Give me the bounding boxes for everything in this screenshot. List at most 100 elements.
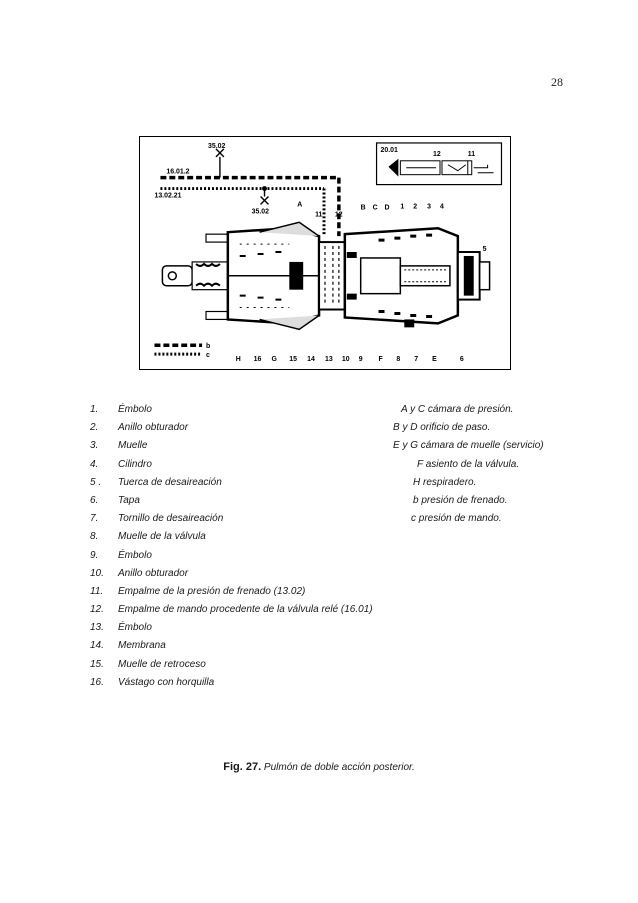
legend-right-item: H respiradero. xyxy=(413,476,477,488)
bottom-label: F xyxy=(379,356,383,363)
legend-item: 1.Émbolo xyxy=(90,404,373,422)
bottom-label: 14 xyxy=(307,356,315,363)
diagram-svg: 35.02 16.01.2 13.02.21 35.02 20.01 12 11… xyxy=(154,142,503,363)
seal-bottom xyxy=(346,293,357,300)
legend-item-text: Cilindro xyxy=(118,458,152,470)
legend-item: 6. Tapa xyxy=(90,495,373,513)
legend-item-number: 4. xyxy=(90,458,99,470)
valve-piston xyxy=(359,257,402,295)
legend-right-item: A y C cámara de presión. xyxy=(401,404,514,415)
legend-item-text: Émbolo xyxy=(118,622,152,634)
bottom-label: E xyxy=(432,356,437,363)
legend-item-number: 8. xyxy=(90,531,99,543)
caption-label: Fig. 27. xyxy=(223,761,262,773)
seal-7 xyxy=(404,319,415,328)
legend-item-text: Membrana xyxy=(118,640,166,652)
legend-item-text: Vástago con horquilla xyxy=(118,676,215,688)
housing-flange-bottom xyxy=(259,314,320,331)
legend-item-text: Muelle de la válvula xyxy=(118,531,206,543)
legend-item: 12. Empalme de mando procedente de la vál… xyxy=(90,604,373,622)
threads xyxy=(195,262,221,288)
legend-item: 16. Vástago con horquilla xyxy=(90,677,373,695)
label-3: 3 xyxy=(427,203,431,210)
bottom-label: 15 xyxy=(289,356,297,363)
bleed-screw xyxy=(478,261,491,291)
legend-item: 10. Anillo obturador xyxy=(90,568,373,586)
label-2: 2 xyxy=(413,203,417,210)
legend-right-item: F asiento de la válvula. xyxy=(417,458,520,470)
legend-item: 7.Tornillo de desaireación xyxy=(90,513,373,531)
inset-valve-lines xyxy=(406,164,467,172)
bottom-label: 6 xyxy=(460,356,464,363)
page-number: 28 xyxy=(551,75,563,89)
clevis-eye xyxy=(161,265,193,287)
bottom-label: 8 xyxy=(396,356,400,363)
legend-item-number: 3. xyxy=(90,440,99,452)
legend-item-text: Muelle xyxy=(118,440,148,452)
brake-chamber-diagram: 35.02 16.01.2 13.02.21 35.02 20.01 12 11… xyxy=(139,136,511,370)
label-13-02: 13.02.21 xyxy=(154,192,181,199)
bottom-label: 9 xyxy=(359,356,363,363)
figure-caption: Fig. 27. Pulmón de doble acción posterio… xyxy=(0,761,638,773)
legend-item-number: 10. xyxy=(90,567,104,579)
label-12: 12 xyxy=(335,211,343,218)
legend-item-text: Émbolo xyxy=(118,549,152,561)
legend-item-number: 9. xyxy=(90,549,99,561)
diaphragm-housing xyxy=(318,241,346,311)
legend-item-number: 6. xyxy=(90,494,99,506)
legend-right-item: c presión de mando. xyxy=(411,513,502,525)
mount-bolt-bottom xyxy=(205,310,229,321)
seal-top xyxy=(346,252,357,258)
legend-item-text: Tuerca de desaireación xyxy=(118,476,222,488)
cylinder-springs xyxy=(378,233,433,318)
vent-symbol-top xyxy=(215,148,225,178)
label-1: 1 xyxy=(400,203,404,210)
legend-right-item: E y G cámara de muelle (servicio) xyxy=(393,440,544,452)
legend-item: 9. Émbolo xyxy=(90,550,373,568)
legend-item-text: Empalme de mando procedente de la válvul… xyxy=(118,604,373,616)
legend-item-number: 15. xyxy=(90,658,104,670)
legend-item: 13.Émbolo xyxy=(90,622,373,640)
label-A: A xyxy=(297,201,302,208)
bottom-label: 10 xyxy=(342,356,350,363)
rod-threads xyxy=(404,269,446,283)
legend-label-c: c xyxy=(206,352,210,359)
legend-item-text: Muelle de retroceso xyxy=(118,658,206,670)
label-D: D xyxy=(384,204,389,211)
legend-item-text: Empalme de la presión de frenado (13.02) xyxy=(118,585,306,597)
legend-item-number: 12. xyxy=(90,604,104,616)
legend-item-text: Anillo obturador xyxy=(118,422,189,434)
legend-item: 8. Muelle de la válvula xyxy=(90,531,373,549)
label-4: 4 xyxy=(440,203,444,210)
bottom-label: 16 xyxy=(254,356,262,363)
bleed-nut xyxy=(463,255,474,296)
caption-text: Pulmón de doble acción posterior. xyxy=(263,762,415,773)
bottom-label: G xyxy=(271,356,276,363)
piston-block xyxy=(289,261,304,290)
spring-dots xyxy=(239,251,282,301)
legend-right-item: b presión de frenado. xyxy=(413,494,508,506)
label-B: B xyxy=(361,204,366,211)
inset-title: 20.01 xyxy=(381,147,399,154)
legend-item-number: 14. xyxy=(90,640,104,652)
label-16-01: 16.01.2 xyxy=(166,169,189,176)
legend-item-number: 16. xyxy=(90,676,104,688)
junction-dot xyxy=(262,186,267,192)
bottom-label: 13 xyxy=(325,356,333,363)
inset-label-11: 11 xyxy=(468,151,475,158)
legend-label-b: b xyxy=(206,343,210,350)
inset-valve-outlet xyxy=(473,164,494,174)
legend-item-number: 5 . xyxy=(90,476,102,488)
inner-rod xyxy=(399,265,451,287)
label-5: 5 xyxy=(483,246,487,253)
housing-flange-top xyxy=(259,221,320,237)
legend-item-text: Tapa xyxy=(118,494,140,506)
inset-valve-symbol-a xyxy=(388,158,399,177)
legend-item-text: Anillo obturador xyxy=(118,567,189,579)
legend-item: 3. Muelle xyxy=(90,440,373,458)
label-C: C xyxy=(373,204,378,211)
legend-item-number: 1. xyxy=(90,404,99,415)
legend-item: 11.Empalme de la presión de frenado (13.… xyxy=(90,586,373,604)
